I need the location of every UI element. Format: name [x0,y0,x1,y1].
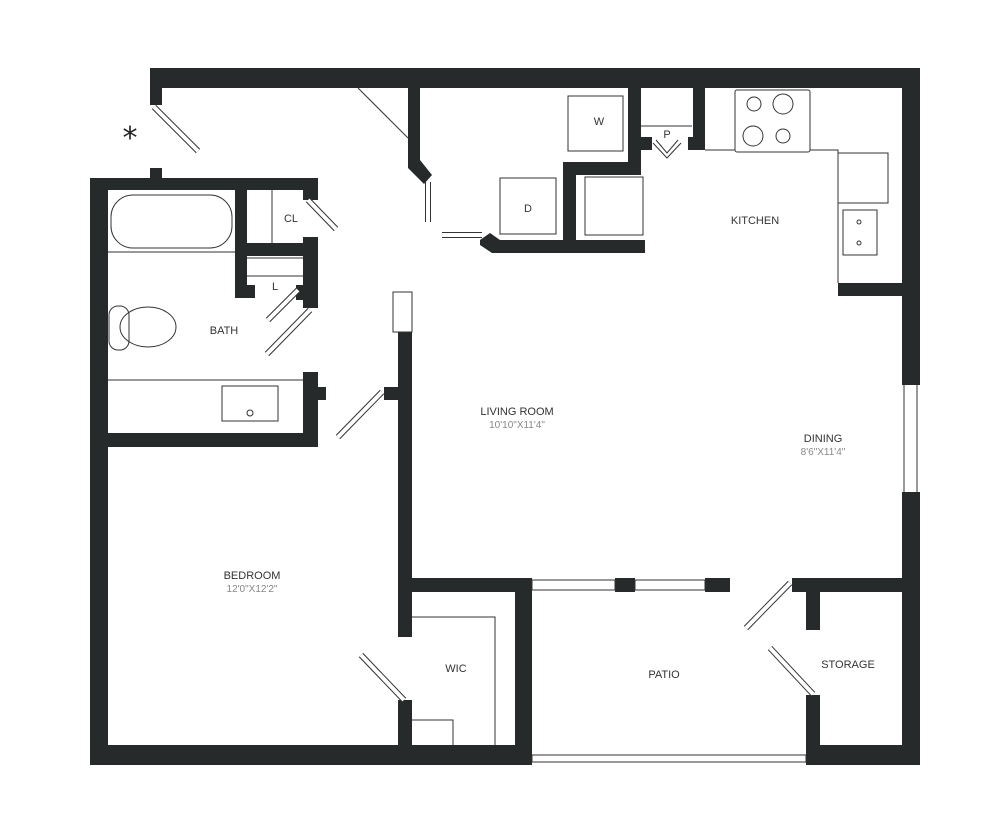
label-wic: WIC [445,663,466,675]
refrigerator [837,152,889,204]
dims-bedroom: 12'0"X12'2" [227,584,278,595]
dims-dining: 8'6"X11'4" [801,447,846,458]
label-washer: W [594,116,605,128]
walls [90,68,920,765]
label-pantry: P [663,129,670,141]
dryer [499,177,557,235]
fixtures [108,89,889,745]
vanity-sink [221,385,279,422]
label-bedroom: BEDROOM [224,570,281,582]
label-kitchen: KITCHEN [731,215,779,227]
label-dining: DINING [804,433,843,445]
label-storage: STORAGE [821,659,875,671]
label-bath: BATH [210,325,239,337]
entry-marker: * [123,121,138,156]
stove [734,89,811,153]
kitchen-sink [842,209,878,256]
bathtub [110,194,233,249]
label-patio: PATIO [648,669,680,681]
doors [151,87,816,703]
label-linen: L [272,281,278,293]
dims-living-room: 10'10"X11'4" [489,420,545,431]
label-closet: CL [284,213,298,225]
label-dryer: D [524,203,532,215]
label-living-room: LIVING ROOM [480,406,553,418]
toilet [119,306,177,348]
washer [567,95,624,152]
windows [531,385,918,763]
